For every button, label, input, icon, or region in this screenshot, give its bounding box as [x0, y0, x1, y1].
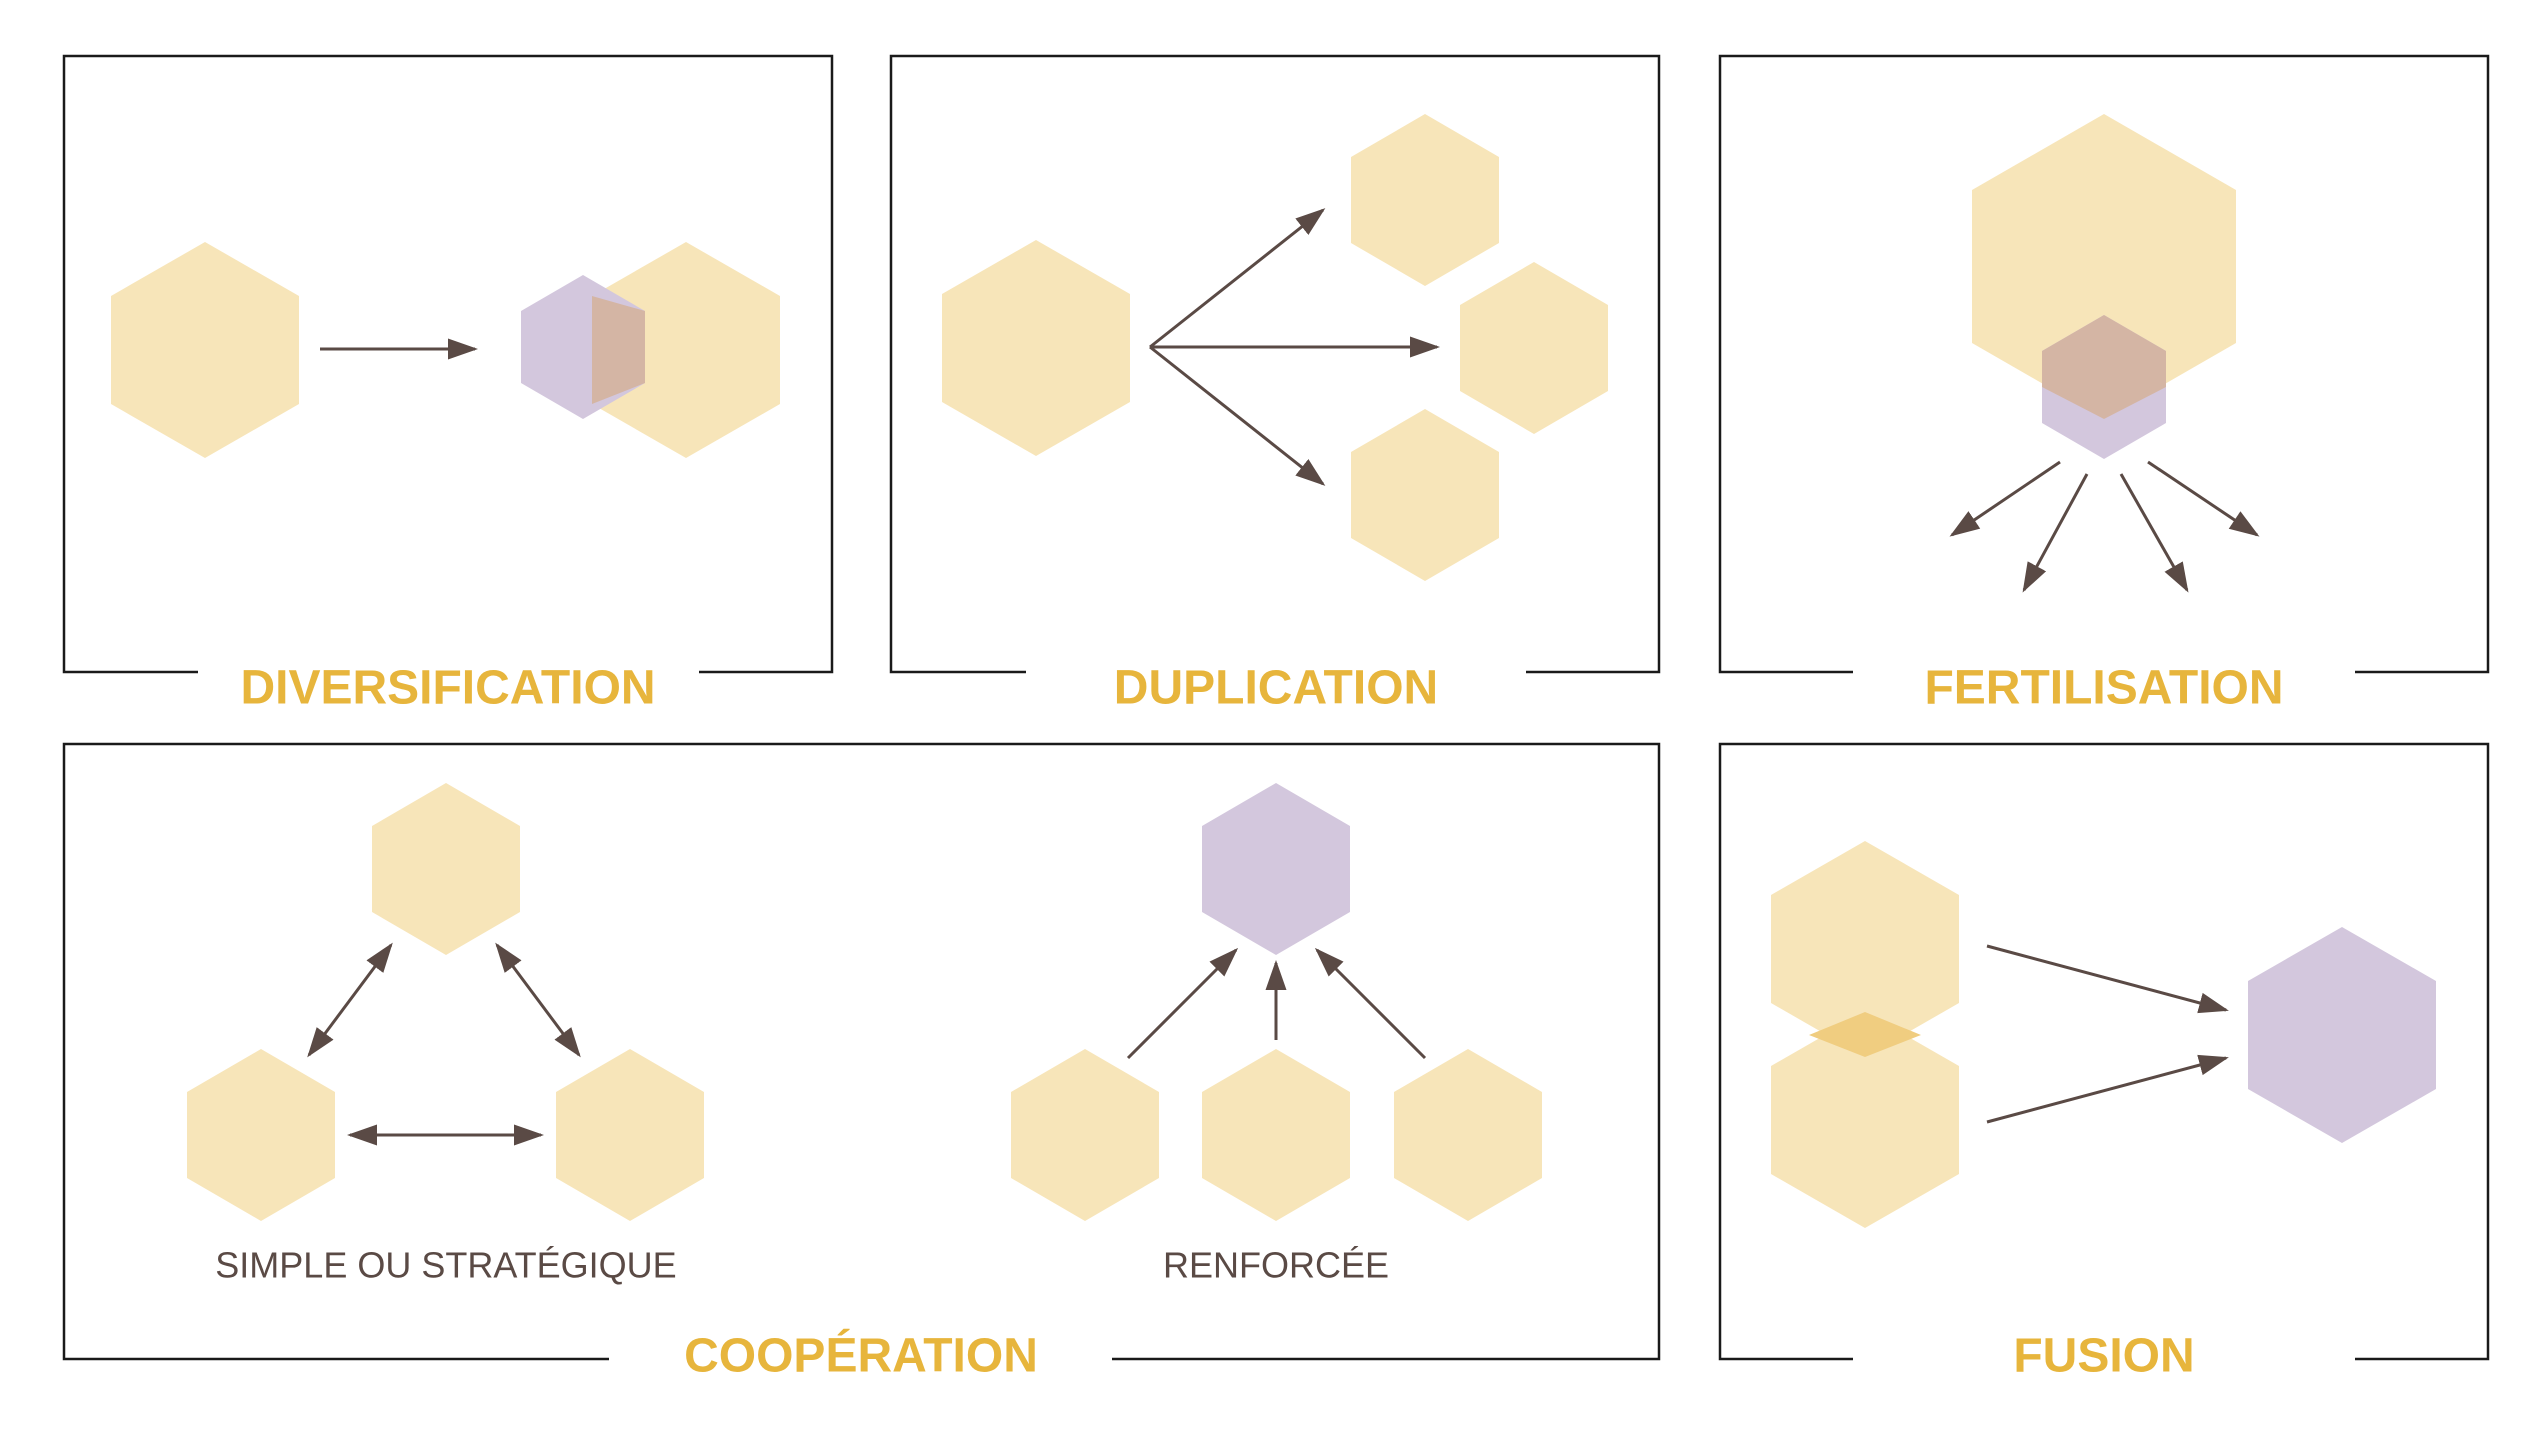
result-hexagon: [592, 242, 780, 458]
duplication-arrow-bottom: [1149, 345, 1326, 486]
merging-hexagon-top: [1771, 841, 1959, 1057]
merged-entity-hexagon: [2248, 927, 2436, 1143]
panel-duplication: DUPLICATION: [889, 54, 1661, 715]
contribution-arrow-left: [1126, 947, 1239, 1060]
panel-title: FUSION: [2013, 1330, 2194, 1383]
source-hexagon: [111, 242, 299, 458]
cooperation-right-caption: RENFORCÉE: [1163, 1245, 1389, 1286]
spread-arrow-2: [2022, 473, 2089, 593]
cooperation-simple-group: SIMPLE OU STRATÉGIQUE: [187, 783, 704, 1286]
panel-diversification: DIVERSIFICATION: [62, 54, 834, 715]
contributor-hexagon-center: [1202, 1049, 1350, 1221]
panel-title: FERTILISATION: [1924, 662, 2283, 715]
merging-hexagon-bottom: [1771, 1012, 1959, 1228]
spread-arrow-3: [2119, 473, 2189, 593]
panel-title: DIVERSIFICATION: [240, 662, 655, 715]
panel-title: COOPÉRATION: [684, 1329, 1038, 1383]
overlap-area: [1809, 1012, 1921, 1057]
panel-frame: [62, 54, 834, 674]
spread-arrow-4: [2147, 460, 2260, 537]
contributor-hexagon-right: [1394, 1049, 1542, 1221]
cooperation-reinforced-group: RENFORCÉE: [1011, 783, 1542, 1286]
source-hexagon: [942, 240, 1130, 456]
panel-frame: [62, 742, 1661, 1361]
duplication-arrow-top: [1149, 208, 1326, 349]
overlap-area: [2042, 315, 2166, 419]
panel-title: DUPLICATION: [1114, 662, 1438, 715]
partner-hexagon-right: [556, 1049, 704, 1221]
copy-hexagon-top: [1351, 114, 1499, 286]
cooperation-left-caption: SIMPLE OU STRATÉGIQUE: [215, 1245, 676, 1286]
overlap-area: [592, 296, 645, 404]
panel-fusion: FUSION: [1718, 742, 2490, 1383]
partner-hexagon-left: [187, 1049, 335, 1221]
merge-arrow-bottom: [1986, 1054, 2229, 1124]
exchange-arrow-top-right: [495, 942, 581, 1058]
contribution-arrow-right: [1314, 947, 1427, 1060]
merge-arrow-top: [1986, 944, 2229, 1014]
panel-frame: [1718, 742, 2490, 1361]
copy-hexagon-bottom: [1351, 409, 1499, 581]
panel-fertilisation: FERTILISATION: [1718, 54, 2490, 715]
copy-hexagon-middle: [1460, 262, 1608, 434]
shared-structure-hexagon: [1202, 783, 1350, 955]
spread-arrow-1: [1949, 460, 2061, 537]
contributor-hexagon-left: [1011, 1049, 1159, 1221]
exchange-arrow-top-left: [307, 942, 393, 1058]
panel-frame: [1718, 54, 2490, 674]
partner-hexagon-top: [372, 783, 520, 955]
panel-frame: [889, 54, 1661, 674]
large-hexagon: [1972, 114, 2236, 419]
panel-cooperation: SIMPLE OU STRATÉGIQUE RENFORCÉE COOPÉRAT…: [62, 742, 1661, 1383]
